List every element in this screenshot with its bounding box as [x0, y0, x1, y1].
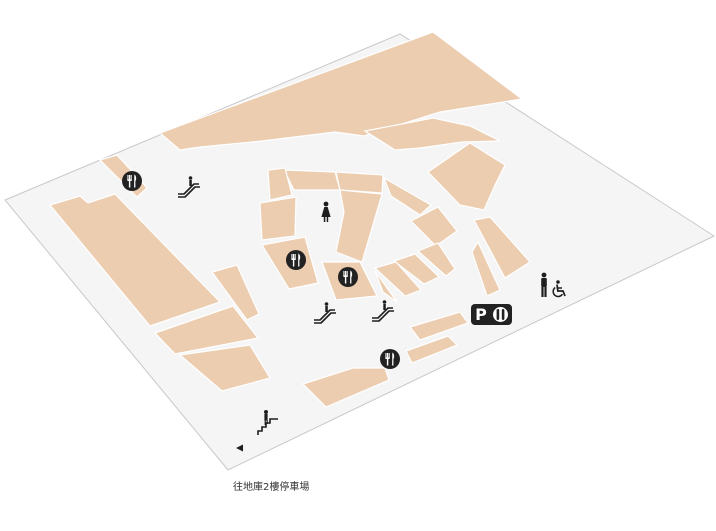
fork-knife-icon — [380, 349, 400, 369]
store-unit — [259, 196, 297, 241]
fork-knife-icon — [338, 267, 358, 287]
store-unit — [416, 242, 456, 277]
store-unit — [48, 193, 222, 327]
store-unit — [392, 253, 441, 285]
parking-label: P — [475, 305, 487, 324]
store-unit — [374, 270, 398, 303]
store-unit — [471, 240, 501, 297]
store-unit — [363, 117, 501, 151]
store-unit — [283, 169, 341, 191]
store-unit — [427, 142, 506, 211]
wheelchair-icon — [552, 280, 566, 298]
store-unit — [405, 335, 459, 364]
store-unit — [267, 167, 293, 201]
store-unit — [408, 311, 469, 341]
fork-knife-icon — [122, 171, 142, 191]
store-unit — [301, 367, 390, 408]
store-unit — [382, 176, 433, 216]
direction-arrow-icon — [236, 444, 243, 452]
store-unit — [473, 216, 531, 279]
parking-icon: P — [471, 304, 512, 325]
store-unit — [158, 31, 524, 151]
store-unit — [409, 206, 458, 247]
store-unit — [335, 189, 383, 263]
parking-direction-caption: 往地庫2樓停車場 — [233, 482, 310, 493]
staircase-icon — [257, 410, 278, 435]
store-unit — [373, 261, 423, 297]
store-unit — [153, 305, 260, 355]
store-unit — [178, 344, 271, 392]
fork-knife-icon — [286, 250, 306, 270]
store-units — [48, 31, 531, 408]
store-unit — [211, 264, 260, 321]
store-unit — [335, 171, 384, 194]
male-toilet-icon — [541, 272, 547, 297]
female-toilet-icon — [321, 201, 331, 222]
